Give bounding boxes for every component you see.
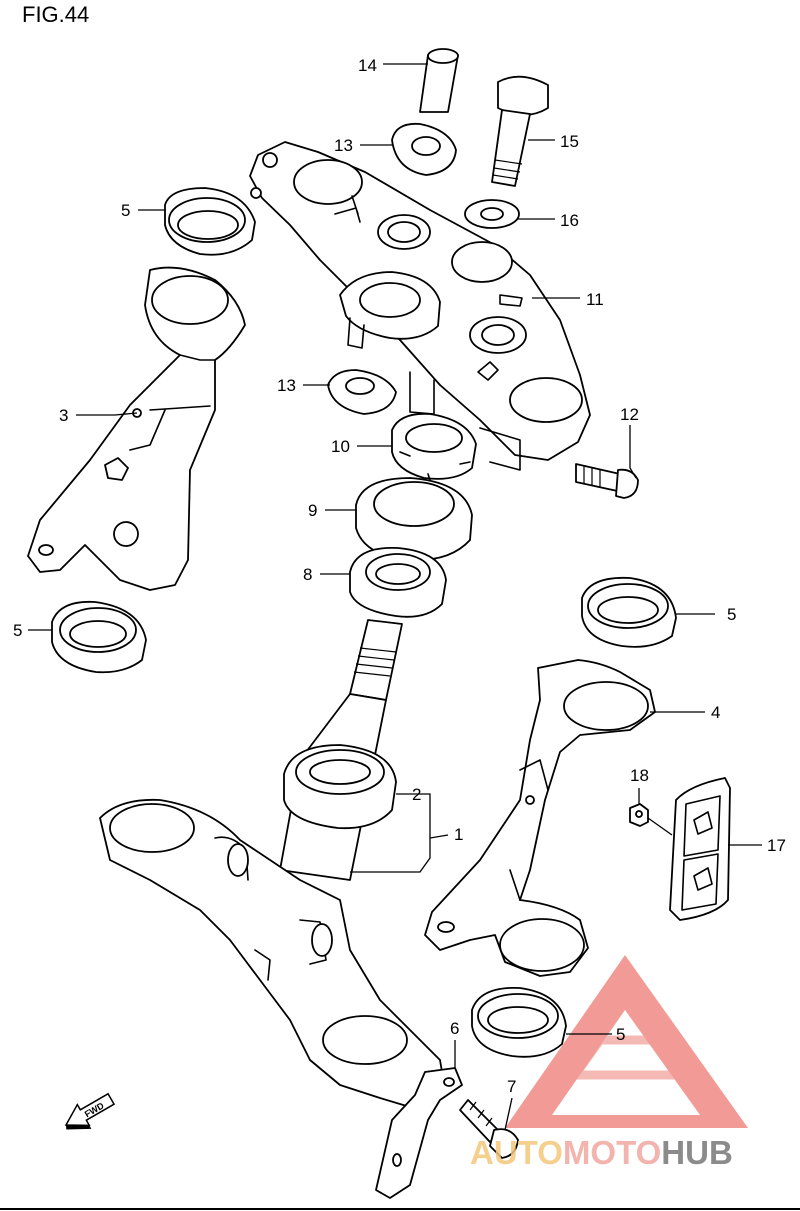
callout-15: 15	[560, 132, 579, 151]
part-2-lower-bearing	[283, 744, 397, 830]
watermark-text: AUTOMOTOHUB	[470, 1134, 733, 1171]
callout-13-lower: 13	[277, 376, 296, 395]
callout-10: 10	[331, 437, 350, 456]
part-5-seal-right-upper	[581, 576, 677, 648]
part-18-nut	[629, 803, 649, 827]
callout-4: 4	[711, 703, 720, 722]
part-8-bearing	[349, 547, 447, 618]
figure-title: FIG.44	[22, 2, 89, 27]
callout-5-lower: 5	[616, 1025, 625, 1044]
callout-6: 6	[450, 1019, 459, 1038]
part-1-lower-bracket-stem	[99, 619, 446, 1111]
callout-5-left: 5	[13, 621, 22, 640]
callout-3: 3	[59, 406, 68, 425]
part-5-seal-left	[51, 600, 147, 674]
part-6-stay	[375, 1067, 463, 1199]
fwd-arrow-icon: FWD	[64, 1092, 116, 1130]
part-9-dust-seal	[355, 477, 473, 562]
part-7-bolt	[459, 1099, 519, 1159]
part-10-steering-nut	[391, 412, 477, 481]
part-5-seal-upper-left	[164, 187, 256, 256]
part-13-cushion-upper	[391, 122, 457, 176]
callout-11: 11	[586, 290, 604, 309]
callout-2: 2	[412, 785, 421, 804]
callout-16: 16	[560, 211, 579, 230]
part-14-pin	[419, 48, 459, 113]
part-3-left-bracket	[27, 266, 246, 591]
watermark-logo: AUTOMOTOHUB	[470, 955, 748, 1171]
watermark-triangle	[505, 955, 748, 1128]
callout-1: 1	[454, 825, 463, 844]
part-11-upper-bracket	[249, 141, 591, 471]
leader-lines	[28, 63, 762, 1131]
callout-5-right-upper: 5	[727, 605, 736, 624]
callout-7: 7	[507, 1077, 516, 1096]
part-17-reflector	[669, 777, 731, 921]
callout-12: 12	[620, 405, 639, 424]
callouts: 14 13 15 5 16 11 3 13 12 10 9 8 5 5 4 2 …	[13, 56, 786, 1096]
part-13-cushion-lower	[327, 369, 397, 415]
callout-8: 8	[303, 565, 312, 584]
callout-13-upper: 13	[334, 136, 353, 155]
callout-18: 18	[630, 766, 649, 785]
callout-17: 17	[767, 836, 786, 855]
part-12-bolt	[575, 463, 639, 499]
part-4-right-bracket	[424, 659, 656, 977]
part-16-washer	[464, 199, 520, 229]
part-15-bolt	[491, 75, 549, 187]
part-5-seal-lower	[471, 987, 567, 1058]
callout-9: 9	[308, 501, 317, 520]
callout-14: 14	[358, 56, 377, 75]
callout-5-upper-left: 5	[121, 201, 130, 220]
